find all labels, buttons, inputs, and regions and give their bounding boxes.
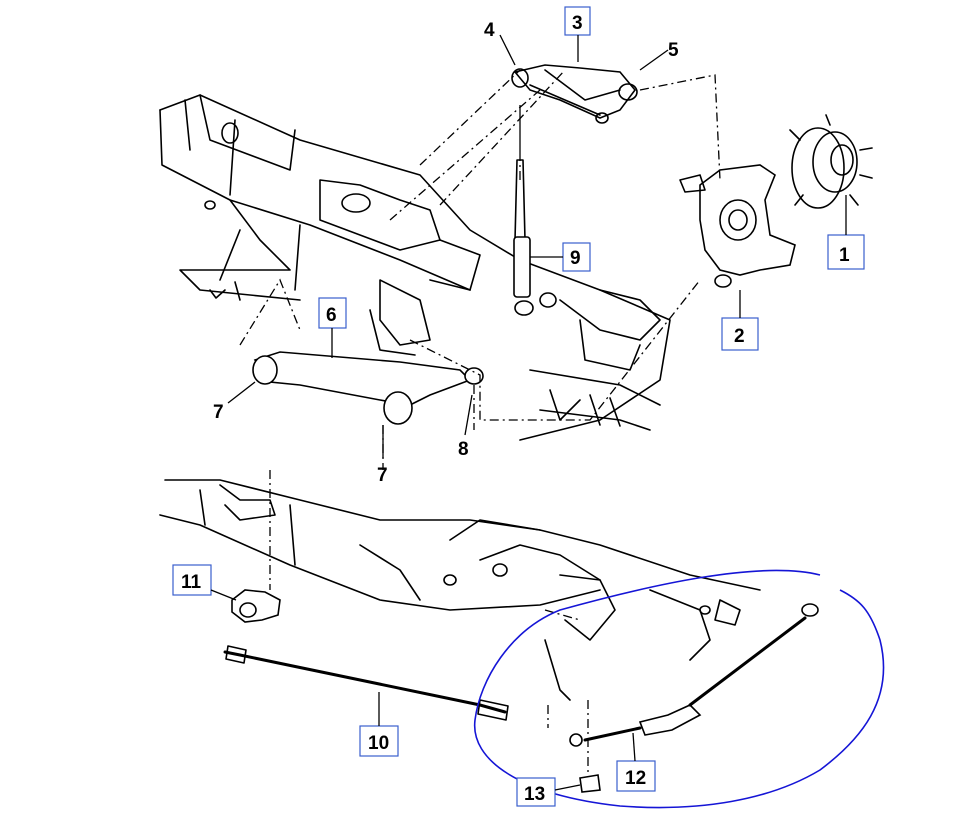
svg-text:9: 9 (570, 248, 581, 269)
svg-text:4: 4 (484, 20, 495, 41)
callout-9: 9 (530, 242, 591, 272)
callout-8: 8 (458, 394, 473, 460)
callout-1: 1 (827, 195, 865, 270)
annotation-circle (473, 569, 885, 809)
callout-7-left: 7 (213, 381, 256, 423)
callout-11: 11 (172, 564, 237, 601)
svg-text:7: 7 (213, 402, 224, 423)
svg-text:10: 10 (368, 733, 389, 754)
stabilizer-bushing-bracket (231, 589, 281, 623)
svg-text:12: 12 (625, 768, 646, 789)
svg-text:1: 1 (839, 245, 850, 266)
svg-text:2: 2 (734, 326, 745, 347)
upper-control-arm (511, 64, 638, 124)
callout-6: 6 (318, 297, 347, 358)
svg-text:6: 6 (326, 305, 337, 326)
svg-text:13: 13 (524, 784, 545, 805)
lower-frame-crossmember (159, 479, 761, 701)
mounting-nut (579, 774, 601, 793)
callout-4: 4 (484, 20, 516, 66)
hub-bearing-assembly (789, 114, 873, 209)
callout-5: 5 (639, 40, 679, 71)
svg-text:8: 8 (458, 439, 469, 460)
svg-text:3: 3 (572, 13, 583, 34)
svg-text:7: 7 (377, 465, 388, 486)
steering-knuckle (679, 164, 796, 288)
shock-absorber (513, 105, 534, 316)
assembly-lines-lower (269, 470, 589, 772)
tie-rod-link (569, 603, 819, 747)
callout-12: 12 (616, 732, 656, 792)
callout-10: 10 (359, 692, 399, 757)
assembly-lines-upper (239, 69, 721, 470)
svg-text:11: 11 (181, 572, 202, 593)
lower-control-arm (252, 351, 484, 425)
stabilizer-bar (223, 645, 509, 721)
callout-3: 3 (564, 6, 591, 62)
svg-text:5: 5 (668, 40, 679, 61)
callout-7-bottom: 7 (377, 425, 388, 486)
callout-2: 2 (721, 290, 759, 351)
callout-13: 13 (516, 777, 581, 807)
